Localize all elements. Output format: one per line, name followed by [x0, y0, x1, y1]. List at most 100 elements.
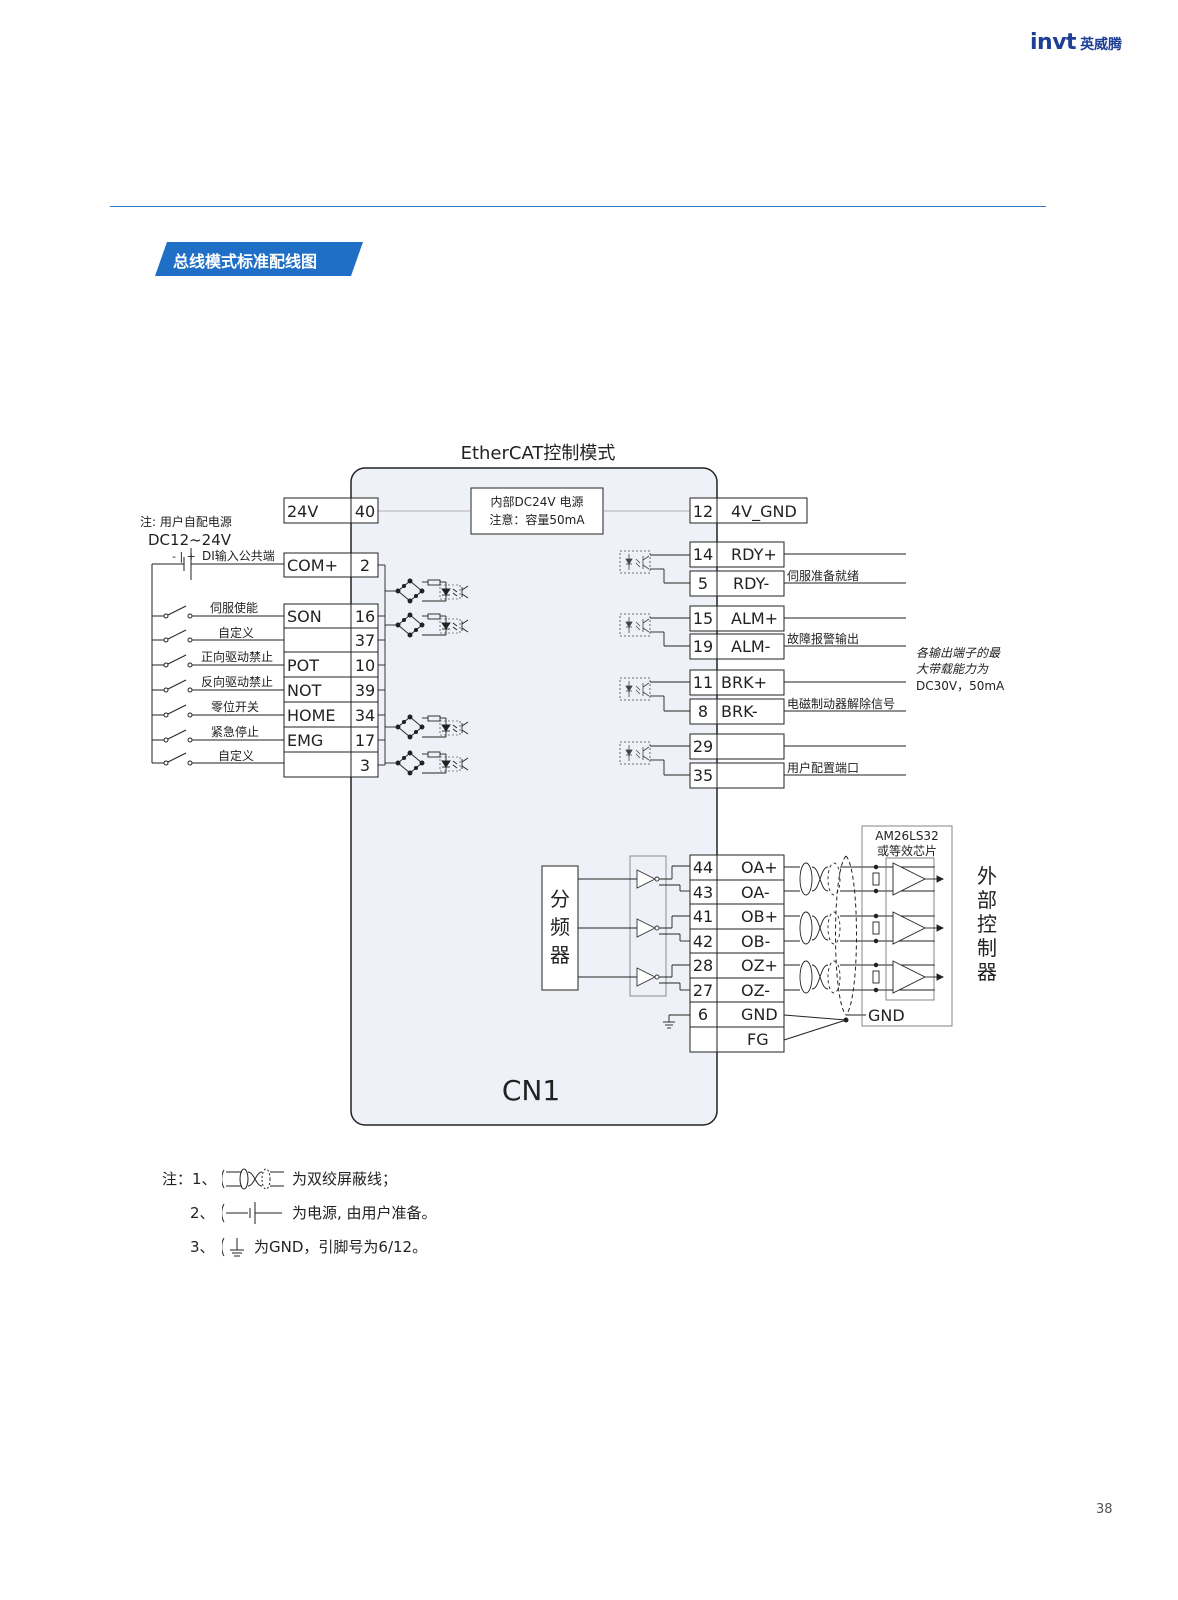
diagram-title: EtherCAT控制模式	[461, 443, 616, 464]
receiver-gnd-label: GND	[868, 1006, 905, 1025]
pin-12-number: 12	[693, 502, 713, 521]
section-title: 总线模式标准配线图	[173, 252, 318, 271]
output-11-signal: BRK+	[721, 673, 767, 692]
encoder-28-pin: 28	[693, 956, 713, 975]
note-2-text: 为电源, 由用户准备。	[292, 1204, 437, 1222]
output-5-signal: RDY-	[733, 574, 769, 593]
output-19-pin: 19	[693, 637, 713, 656]
external-controller-char-2: 部	[977, 888, 997, 912]
output-8-signal: BRK-	[721, 702, 758, 721]
encoder-27-signal: OZ-	[741, 981, 770, 1000]
twisted-pair-z	[799, 960, 841, 994]
receiver-chip-inner	[885, 857, 935, 1001]
divider-char-2: 频	[550, 915, 570, 939]
input-37-desc: 自定义	[218, 625, 254, 640]
user-supply-note: 注: 用户自配电源	[140, 514, 232, 529]
input-not-signal: NOT	[287, 681, 322, 700]
output-14-pin: 14	[693, 545, 713, 564]
connector-name: CN1	[502, 1074, 560, 1107]
input-home-pin: 34	[355, 706, 375, 725]
encoder-27-pin: 27	[693, 981, 713, 1000]
output-terminal-table	[689, 541, 785, 789]
input-37-pin: 37	[355, 631, 375, 650]
encoder-41-signal: OB+	[741, 907, 778, 926]
output-load-note-3: DC30V，50mA	[916, 679, 1005, 693]
input-com-signal: COM+	[287, 556, 338, 575]
section-banner: 总线模式标准配线图	[155, 242, 363, 276]
divider-wiring	[578, 865, 690, 1029]
receiver-a	[892, 862, 944, 896]
pin-40-number: 40	[355, 502, 375, 521]
encoder-42-pin: 42	[693, 932, 713, 951]
connector-body	[350, 467, 718, 1126]
encoder-44-pin: 44	[693, 858, 713, 877]
input-3-pin: 3	[360, 756, 370, 775]
output-rdy-desc: 伺服准备就绪	[787, 569, 859, 583]
input-home-signal: HOME	[287, 706, 336, 725]
input-terminal-table	[283, 552, 379, 778]
line-driver-box	[629, 855, 667, 997]
encoder-43-pin: 43	[693, 883, 713, 902]
pin-40-cell	[350, 497, 379, 524]
input-pot-desc: 正向驱动禁止	[201, 649, 273, 664]
encoder-fg-signal: FG	[747, 1030, 769, 1049]
note-2-num: 2、	[190, 1204, 215, 1222]
encoder-28-signal: OZ+	[741, 956, 778, 975]
receiver-b	[892, 911, 944, 945]
output-29-pin: 29	[693, 737, 713, 756]
brand-logo: invt 英威腾	[1030, 30, 1122, 55]
input-not-desc: 反向驱动禁止	[201, 674, 273, 689]
encoder-43-signal: OA-	[741, 883, 770, 902]
input-emg-desc: 紧急停止	[211, 724, 259, 739]
gnd-junction-dot	[843, 1017, 849, 1023]
input-emg-pin: 17	[355, 731, 375, 750]
note-1-text: 为双绞屏蔽线；	[292, 1170, 398, 1188]
receiver-z	[892, 960, 944, 994]
note-1: 注：1、 为双绞屏蔽线；	[162, 1162, 437, 1196]
input-pot-pin: 10	[355, 656, 375, 675]
output-load-note-1: 各输出端子的最	[916, 646, 1001, 660]
user-supply-range: DC12~24V	[148, 531, 232, 549]
external-controller-char-3: 控	[977, 912, 997, 936]
note-3-text: 为GND，引脚号为6/12。	[254, 1238, 428, 1256]
encoder-44-signal: OA+	[741, 858, 778, 877]
pin-40-label-cell	[283, 497, 352, 524]
internal-power-line1: 内部DC24V 电源	[491, 494, 584, 509]
input-son-signal: SON	[287, 607, 322, 626]
input-3-desc: 自定义	[218, 748, 254, 763]
input-not-pin: 39	[355, 681, 375, 700]
output-5-pin: 5	[698, 574, 708, 593]
input-emg-signal: EMG	[287, 731, 323, 750]
twisted-pair-a	[799, 862, 841, 896]
power-source-icon	[222, 1202, 282, 1224]
note-3-num: 3、	[190, 1238, 215, 1256]
output-15-signal: ALM+	[731, 609, 778, 628]
input-son-pin: 16	[355, 607, 375, 626]
twisted-pair-wiring	[783, 855, 935, 1041]
input-pot-signal: POT	[287, 656, 319, 675]
receiver-chip-name: AM26LS32	[875, 829, 938, 843]
encoder-terminal-table	[689, 854, 785, 1053]
pin-12-cell	[689, 497, 718, 524]
output-15-pin: 15	[693, 609, 713, 628]
receiver-chip-outer	[861, 825, 953, 1027]
output-brk-desc: 电磁制动器解除信号	[787, 696, 895, 711]
output-alm-desc: 故障报警输出	[787, 631, 859, 646]
ground-icon	[222, 1237, 244, 1257]
output-35-pin: 35	[693, 766, 713, 785]
page-number: 38	[1096, 1502, 1113, 1517]
output-lines	[784, 553, 906, 776]
receiver-terminations	[872, 864, 880, 993]
pin-12-label: 4V_GND	[731, 502, 797, 522]
encoder-42-signal: OB-	[741, 932, 770, 951]
input-son-desc: 伺服使能	[210, 600, 258, 615]
output-11-pin: 11	[693, 673, 713, 692]
pin-12-label-cell	[716, 497, 808, 524]
note-2: 2、 为电源, 由用户准备。	[162, 1196, 437, 1230]
external-controller-char-4: 制	[977, 936, 997, 960]
external-controller-char-5: 器	[977, 960, 997, 984]
header-rule	[110, 206, 1046, 207]
pin-40-label: 24V	[287, 502, 318, 521]
brand-mark: invt	[1030, 30, 1077, 55]
input-com-desc: DI输入公共端	[202, 548, 275, 563]
